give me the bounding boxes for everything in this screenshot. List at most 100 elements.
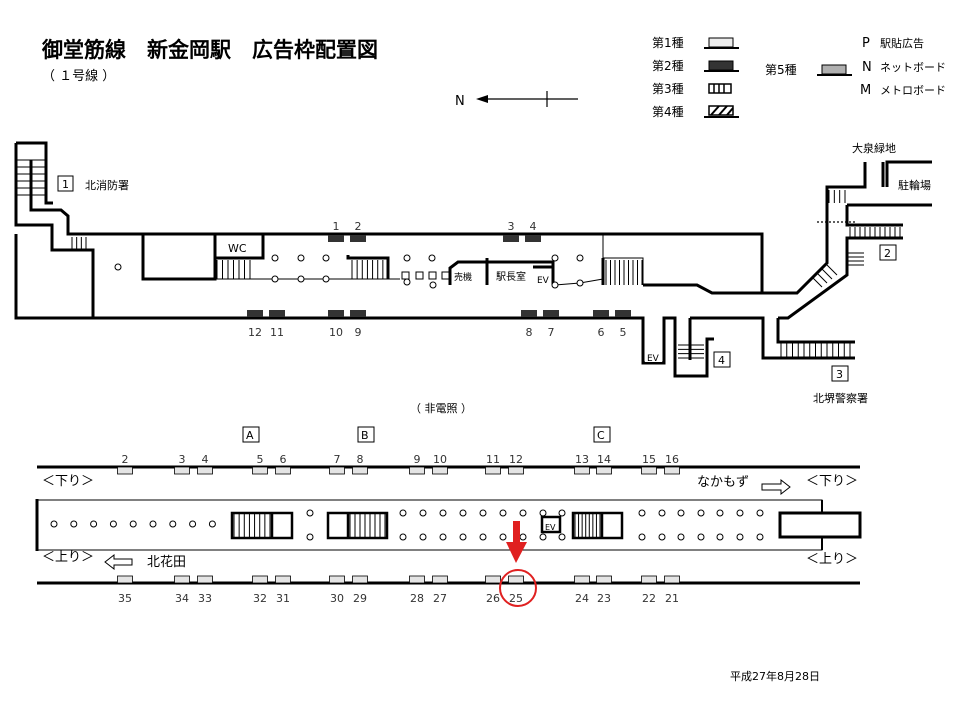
ad-slot-type1[interactable] xyxy=(574,575,590,584)
ad-slot-type2[interactable] xyxy=(247,310,263,317)
ad-slot-type1[interactable] xyxy=(329,466,345,475)
ad-slot-type1[interactable] xyxy=(664,466,680,475)
ad-slot-type1[interactable] xyxy=(432,575,448,584)
pillar xyxy=(322,275,330,283)
ad-slot-type1[interactable] xyxy=(664,575,680,584)
ad-slot-type1[interactable] xyxy=(197,575,213,584)
direction-right-arrow-icon xyxy=(761,478,791,496)
ad-slot-number: 11 xyxy=(270,326,284,339)
ad-slot-type1[interactable] xyxy=(409,466,425,475)
ad-slot-number: 35 xyxy=(118,592,132,605)
legend-type5-label: 第5種 xyxy=(765,63,797,77)
ad-slot-number: 5 xyxy=(620,326,627,339)
exit-4: 4 xyxy=(713,351,731,368)
ad-slot-number: 33 xyxy=(198,592,212,605)
ad-slot-number: 2 xyxy=(122,453,129,466)
ad-slot-type2[interactable] xyxy=(521,310,537,317)
exit-destination: 北消防署 xyxy=(85,178,129,192)
ad-slot-number: 6 xyxy=(598,326,605,339)
ad-slot-type2[interactable] xyxy=(615,310,631,317)
ad-slot-type1[interactable] xyxy=(117,575,133,584)
ad-slot-type2[interactable] xyxy=(503,235,519,242)
pillar xyxy=(499,509,507,517)
elevator-label: EV xyxy=(537,276,550,286)
ad-slot-number: 30 xyxy=(330,592,344,605)
ad-slot-number: 22 xyxy=(642,592,656,605)
ad-slot-type1[interactable] xyxy=(329,575,345,584)
ad-slot-number: 2 xyxy=(355,220,362,233)
down-track-label: ＜下り＞ xyxy=(42,474,94,489)
ad-slot-type1[interactable] xyxy=(275,575,291,584)
ad-slot-type1[interactable] xyxy=(596,466,612,475)
ad-slot-number: 11 xyxy=(486,453,500,466)
ad-slot-type2[interactable] xyxy=(328,235,344,242)
pillar xyxy=(306,533,314,541)
pillar xyxy=(658,533,666,541)
exit-1: 1 北消防署 xyxy=(57,175,129,192)
ad-slot-number: 29 xyxy=(353,592,367,605)
ad-slot-type2[interactable] xyxy=(593,310,609,317)
station-office-label: 駅長室 xyxy=(496,270,526,283)
platform-elevator-label: EV xyxy=(545,523,556,532)
ad-slot-type1[interactable] xyxy=(432,466,448,475)
ad-slot-type1[interactable] xyxy=(352,575,368,584)
ad-slot-type2[interactable] xyxy=(269,310,285,317)
ad-slot-type1[interactable] xyxy=(409,575,425,584)
ad-slot-type1[interactable] xyxy=(252,466,268,475)
ad-slot-type1[interactable] xyxy=(352,466,368,475)
pillar xyxy=(271,275,279,283)
legend-type1-icon xyxy=(704,37,739,49)
ad-slot-type1[interactable] xyxy=(252,575,268,584)
ticket-gate xyxy=(428,271,437,280)
ad-slot-number: 31 xyxy=(276,592,290,605)
ad-slot-number: 28 xyxy=(410,592,424,605)
pillar xyxy=(658,509,666,517)
ad-slot-number: 3 xyxy=(179,453,186,466)
ad-slot-type2[interactable] xyxy=(525,235,541,242)
ad-slot-type1[interactable] xyxy=(641,575,657,584)
pillar xyxy=(439,533,447,541)
pillar xyxy=(716,533,724,541)
exit-number: 2 xyxy=(884,247,891,260)
legend-code-p: P xyxy=(862,36,870,51)
ad-slot-number: 8 xyxy=(526,326,533,339)
pillar xyxy=(271,254,279,262)
exit-number: 4 xyxy=(718,354,725,367)
ad-slot-type2[interactable] xyxy=(350,310,366,317)
ad-slot-type1[interactable] xyxy=(596,575,612,584)
ticket-machine-label: 売機 xyxy=(454,271,472,283)
ad-slot-type1[interactable] xyxy=(574,466,590,475)
ad-slot-type1[interactable] xyxy=(485,575,501,584)
stair-letter: C xyxy=(597,429,605,442)
ad-slot-type1[interactable] xyxy=(641,466,657,475)
ad-slot-type1[interactable] xyxy=(197,466,213,475)
ad-slot-number: 12 xyxy=(248,326,262,339)
ad-slot-highlighted[interactable] xyxy=(508,575,524,584)
ad-slot-type1[interactable] xyxy=(508,466,524,475)
ad-slot-number: 1 xyxy=(333,220,340,233)
ad-slot-number: 27 xyxy=(433,592,447,605)
ad-slot-number: 24 xyxy=(575,592,589,605)
ad-slot-type1[interactable] xyxy=(174,466,190,475)
pillar xyxy=(716,509,724,517)
pillar xyxy=(439,509,447,517)
ad-slot-type2[interactable] xyxy=(350,235,366,242)
up-track-label: ＜上り＞ xyxy=(42,550,94,565)
pillar xyxy=(70,520,78,528)
pillar xyxy=(519,509,527,517)
toward-kitahanada-label: 北花田 xyxy=(147,554,186,570)
pillar xyxy=(114,263,122,271)
ad-slot-type1[interactable] xyxy=(275,466,291,475)
legend-code-m: M xyxy=(860,83,871,98)
ad-slot-type1[interactable] xyxy=(485,466,501,475)
up-track-label-right: ＜上り＞ xyxy=(806,552,858,567)
pillar xyxy=(677,509,685,517)
ad-slot-type2[interactable] xyxy=(328,310,344,317)
ticket-gate xyxy=(401,271,410,280)
ad-slot-type1[interactable] xyxy=(117,466,133,475)
ad-slot-type2[interactable] xyxy=(543,310,559,317)
exit-2: 2 大泉緑地 xyxy=(852,141,897,261)
pillar xyxy=(756,509,764,517)
ad-slot-type1[interactable] xyxy=(174,575,190,584)
